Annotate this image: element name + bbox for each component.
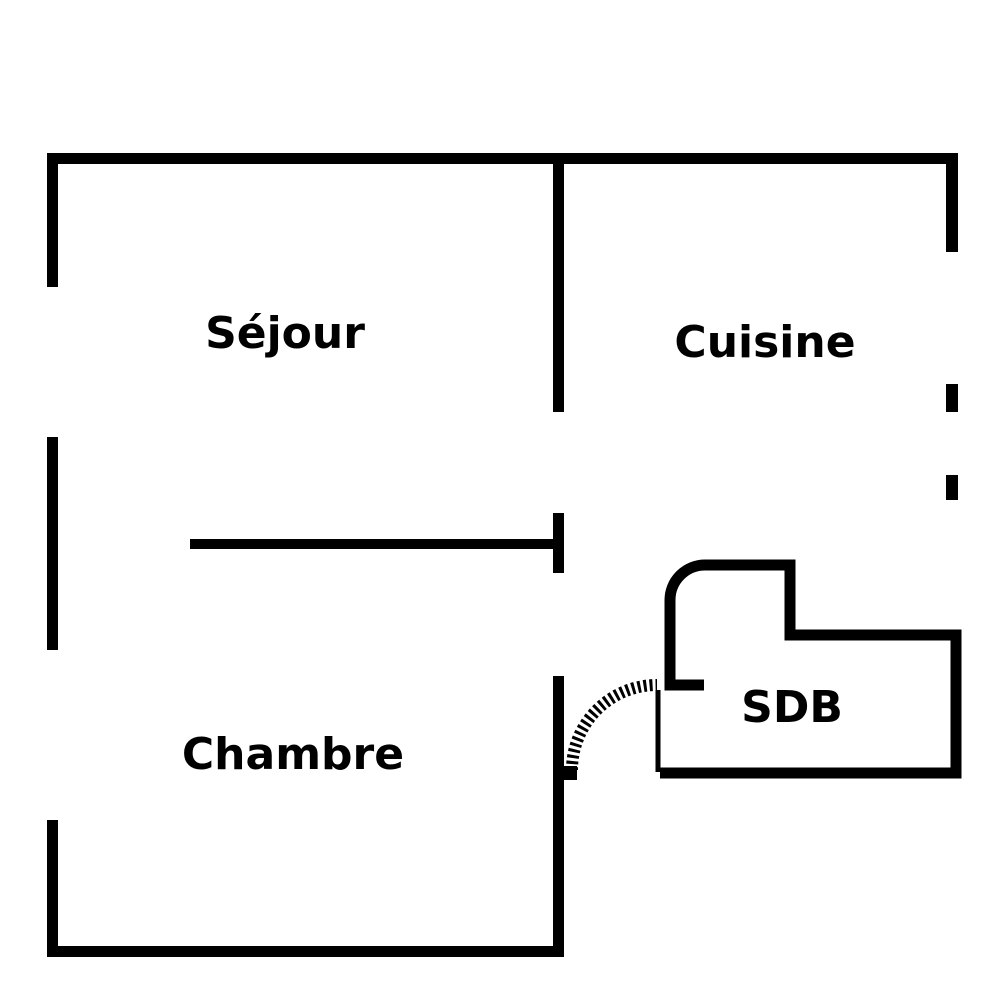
room-label-cuisine: Cuisine bbox=[674, 317, 855, 368]
sdb-outline bbox=[660, 559, 962, 779]
top-wall bbox=[47, 153, 958, 164]
left-wall-middle bbox=[47, 437, 58, 650]
center-wall-lower bbox=[553, 676, 564, 957]
right-wall-segment-2 bbox=[946, 475, 958, 500]
right-wall-segment-1 bbox=[946, 384, 958, 412]
walls bbox=[47, 153, 958, 957]
left-wall-lower bbox=[47, 820, 58, 957]
sdb-walls bbox=[655, 559, 962, 779]
room-label-sdb: SDB bbox=[741, 682, 843, 733]
right-wall-upper bbox=[946, 153, 958, 252]
partition-wall bbox=[190, 539, 558, 549]
center-wall-middle bbox=[553, 513, 564, 573]
bottom-wall bbox=[47, 946, 564, 957]
center-wall-upper bbox=[553, 153, 564, 412]
door-swing-arc bbox=[566, 679, 658, 771]
left-wall-upper bbox=[47, 153, 58, 287]
room-label-sejour: Séjour bbox=[205, 308, 365, 359]
room-label-chambre: Chambre bbox=[182, 729, 404, 780]
